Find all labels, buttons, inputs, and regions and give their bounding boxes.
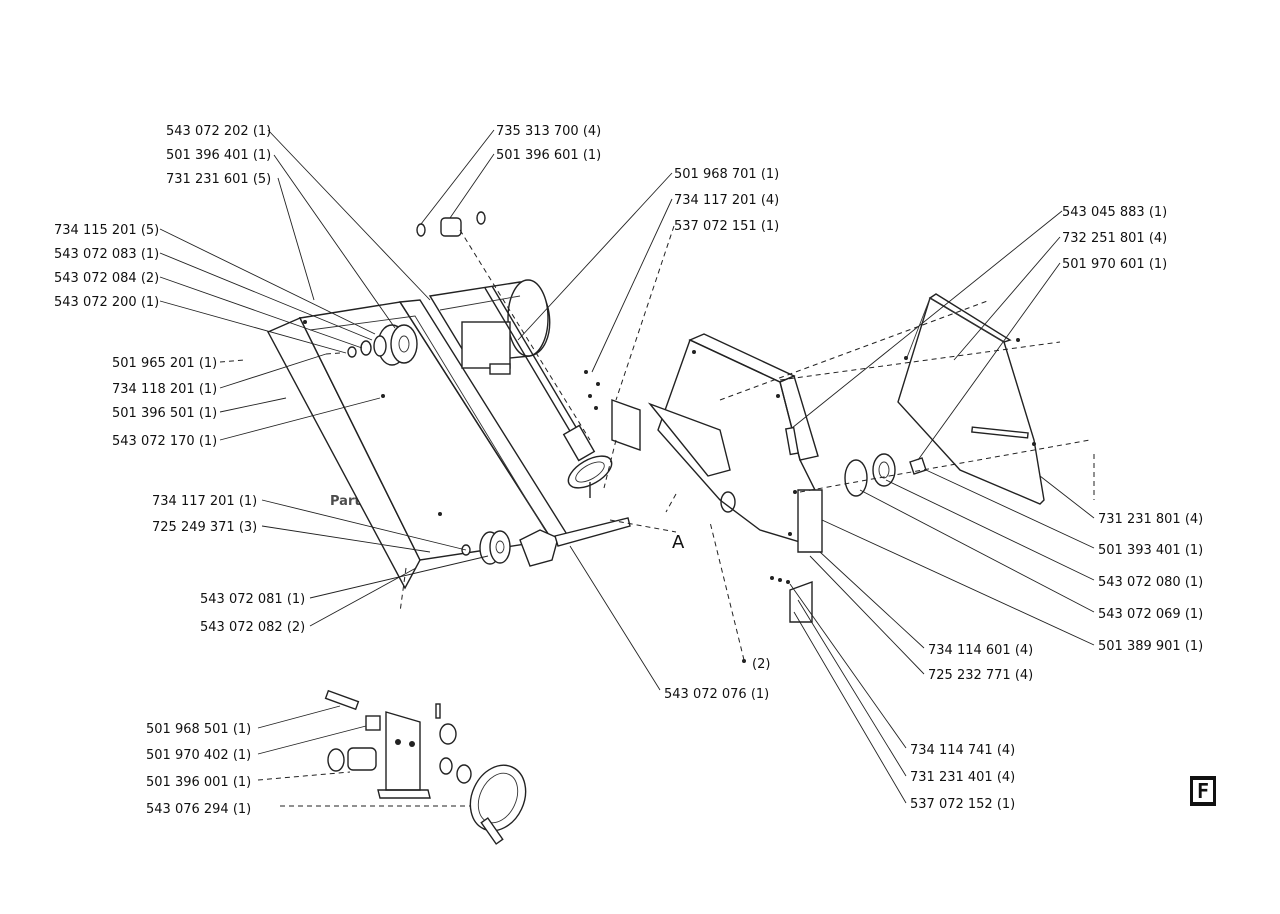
label-734-118-201: 734 118 201 (1) (112, 382, 217, 397)
part-labels: 543 072 202 (1) 501 396 401 (1) 731 231 … (54, 124, 1203, 817)
label-501-968-501: 501 968 501 (1) (146, 722, 251, 737)
motor (428, 279, 551, 375)
label-501-970-601: 501 970 601 (1) (1062, 257, 1167, 272)
label-501-396-001: 501 396 001 (1) (146, 775, 251, 790)
label-731-231-801: 731 231 801 (4) (1098, 512, 1203, 527)
label-543-072-082: 543 072 082 (2) (200, 620, 305, 635)
label-734-114-741: 734 114 741 (4) (910, 743, 1015, 758)
label-543-072-170: 543 072 170 (1) (112, 434, 217, 449)
label-501-970-402: 501 970 402 (1) (146, 748, 251, 763)
label-543-072-080: 543 072 080 (1) (1098, 575, 1203, 590)
hand-crank-assembly (324, 689, 527, 845)
label-501-396-501: 501 396 501 (1) (112, 406, 217, 421)
top-bearing-set (416, 211, 591, 441)
page-marker-box: F (1190, 776, 1216, 806)
guard-door-panel (897, 293, 1045, 505)
label-543-072-076: 543 072 076 (1) (664, 687, 769, 702)
blade-flanges (844, 453, 927, 497)
adjuster-handwheel (484, 285, 641, 498)
upper-pulley (325, 324, 418, 366)
label-543-072-081: 543 072 081 (1) (200, 592, 305, 607)
page-marker-letter: F (1196, 779, 1210, 803)
label-501-393-401: 501 393 401 (1) (1098, 543, 1203, 558)
label-543-045-883: 543 045 883 (1) (1062, 205, 1167, 220)
label-731-231-401: 731 231 401 (4) (910, 770, 1015, 785)
callout-a: A (672, 532, 685, 553)
label-537-072-152: 537 072 152 (1) (910, 797, 1015, 812)
blade-guard-housing (647, 333, 823, 553)
lower-bracket (770, 576, 813, 623)
label-537-072-151: 537 072 151 (1) (674, 219, 779, 234)
label-734-114-601: 734 114 601 (4) (928, 643, 1033, 658)
label-543-072-202: 543 072 202 (1) (166, 124, 271, 139)
label-731-231-601: 731 231 601 (5) (166, 172, 271, 187)
label-543-072-200: 543 072 200 (1) (54, 295, 159, 310)
chassis-frame (267, 299, 570, 590)
label-725-232-771: 725 232 771 (4) (928, 668, 1033, 683)
lower-pulley-shaft (461, 517, 631, 567)
label-734-117-201-a: 734 117 201 (1) (152, 494, 257, 509)
label-543-072-084: 543 072 084 (2) (54, 271, 159, 286)
label-734-117-201-b: 734 117 201 (4) (674, 193, 779, 208)
label-543-072-069: 543 072 069 (1) (1098, 607, 1203, 622)
label-543-072-083: 543 072 083 (1) (54, 247, 159, 262)
label-543-076-294: 543 076 294 (1) (146, 802, 251, 817)
label-725-249-371: 725 249 371 (3) (152, 520, 257, 535)
label-501-968-701: 501 968 701 (1) (674, 167, 779, 182)
label-501-965-201: 501 965 201 (1) (112, 356, 217, 371)
label-735-313-700: 735 313 700 (4) (496, 124, 601, 139)
leader-lines (159, 129, 1095, 807)
label-732-251-801: 732 251 801 (4) (1062, 231, 1167, 246)
label-501-389-901: 501 389 901 (1) (1098, 639, 1203, 654)
label-734-115-201: 734 115 201 (5) (54, 223, 159, 238)
label-501-396-401: 501 396 401 (1) (166, 148, 271, 163)
label-quantity-2: (2) (752, 657, 770, 672)
label-501-396-601: 501 396 601 (1) (496, 148, 601, 163)
